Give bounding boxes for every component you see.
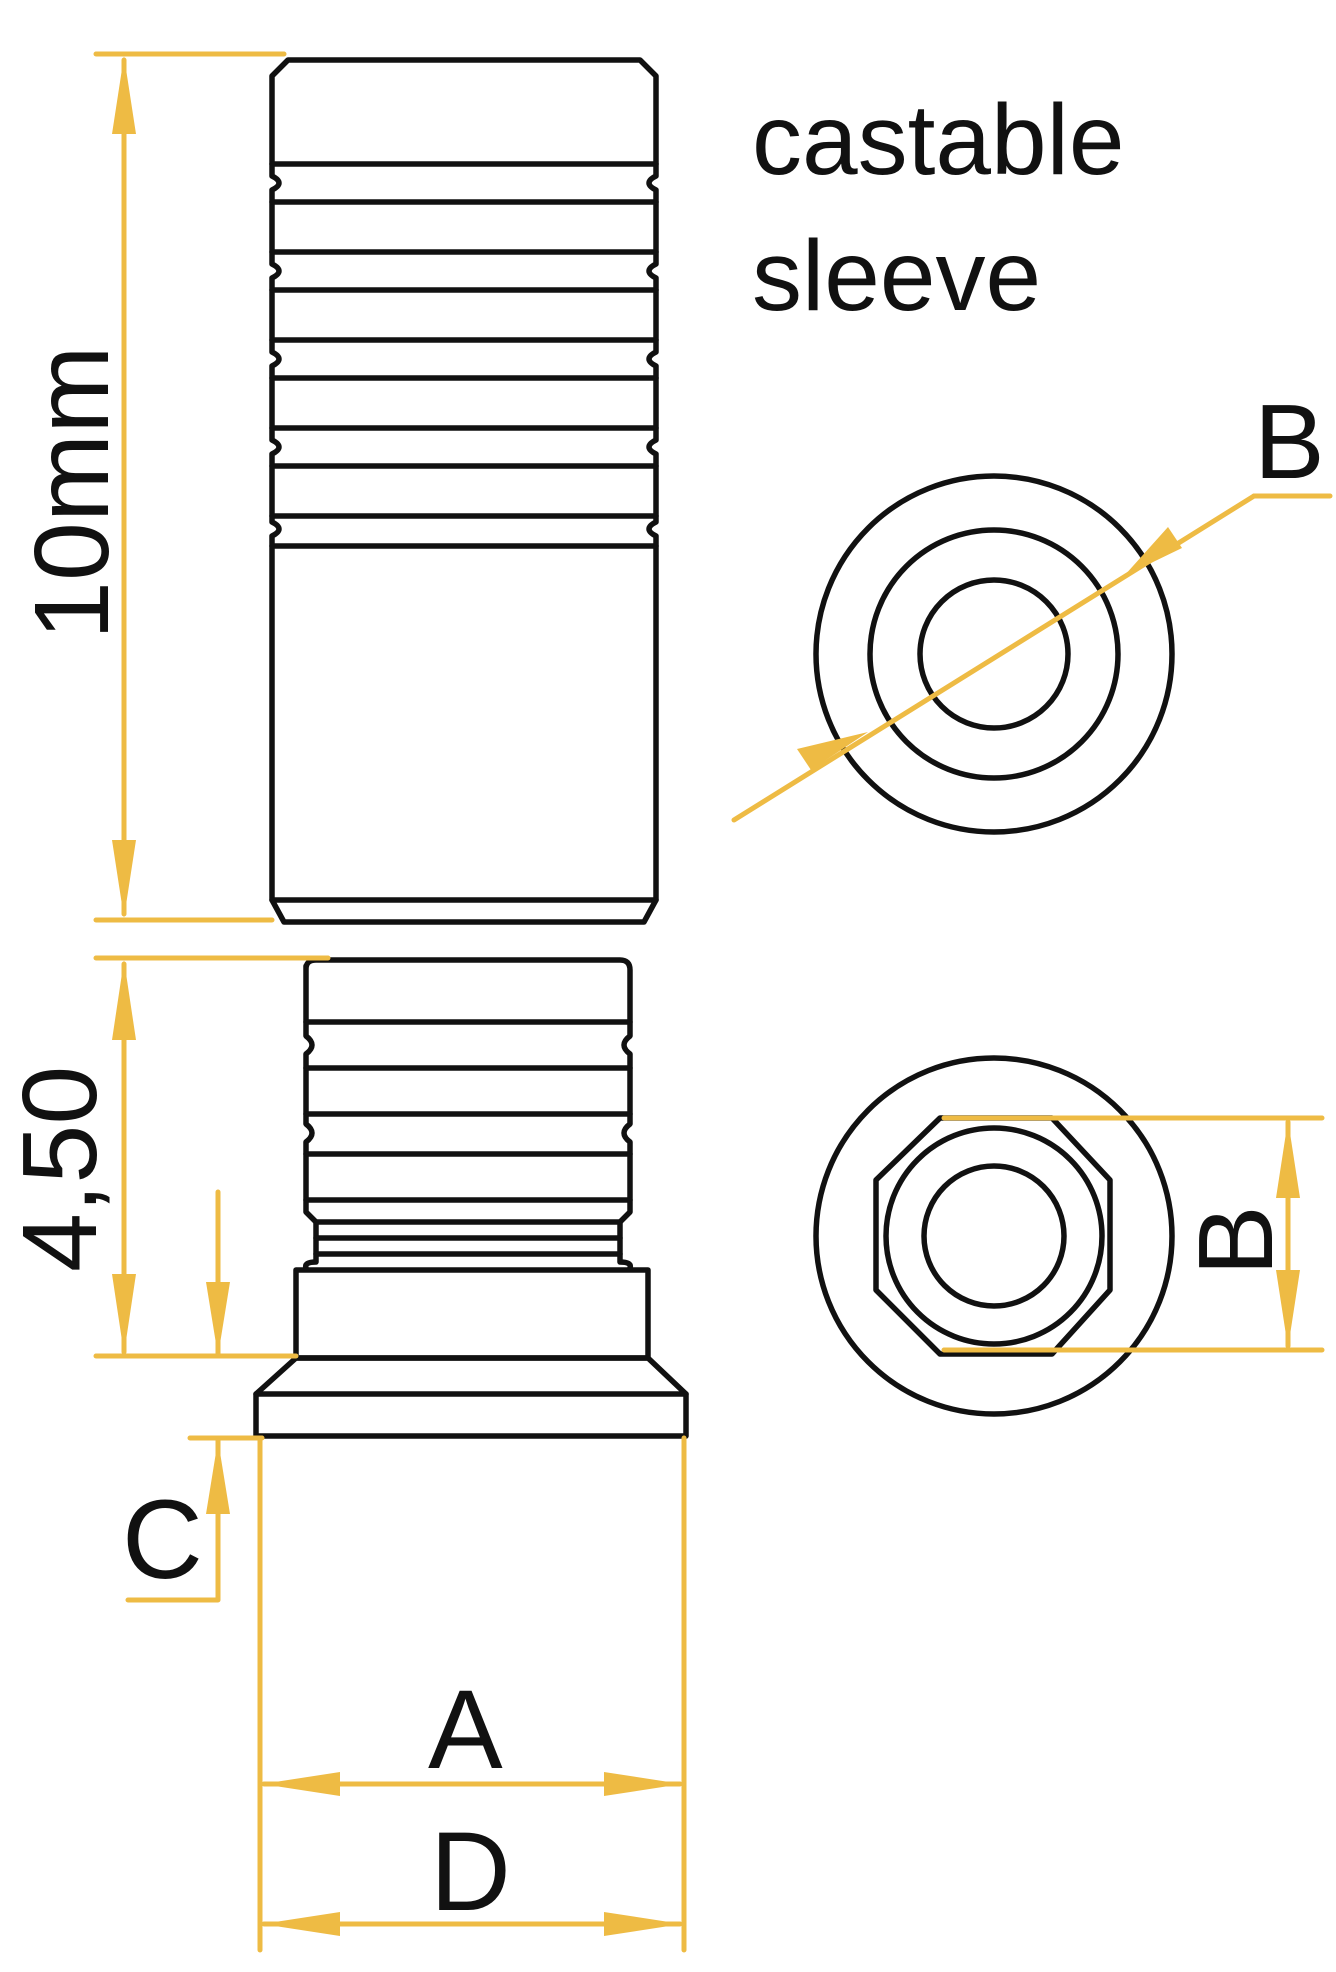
post-rib	[303, 1151, 633, 1203]
sleeve-rib	[269, 375, 659, 431]
arrow-c-down	[206, 1282, 230, 1356]
arrow-b-hex-down	[1276, 1270, 1300, 1348]
arrow-d-left	[262, 1912, 340, 1936]
arrow-up-10mm	[112, 56, 136, 134]
arrow-down-450	[112, 1274, 136, 1354]
outer-circle	[813, 473, 1175, 835]
sleeve-groove-right	[646, 161, 659, 549]
post-flange	[253, 1355, 689, 1439]
post-side-view	[253, 957, 689, 1439]
hex-outer-circle	[813, 1055, 1175, 1417]
arrow-b-round-lower	[797, 732, 868, 770]
sleeve-groove-left	[269, 161, 282, 549]
arrow-b-round-upper	[1124, 527, 1182, 576]
post-groove-left	[302, 1019, 319, 1271]
label-c: C	[122, 1477, 203, 1602]
dimensions	[93, 51, 1333, 1953]
arrow-a-right	[604, 1772, 682, 1796]
label-450: 4,50	[1, 1066, 119, 1272]
sleeve-rib	[269, 287, 659, 343]
arrow-d-right	[604, 1912, 682, 1936]
post-groove-right	[617, 1019, 634, 1271]
arrow-down-10mm	[112, 840, 136, 918]
arrow-a-left	[262, 1772, 340, 1796]
caption-sleeve: sleeve	[752, 220, 1041, 332]
post-rib	[303, 1065, 633, 1117]
label-b-hex: B	[1177, 1205, 1295, 1276]
inner-circle	[917, 577, 1071, 731]
label-10mm: 10mm	[13, 345, 131, 640]
arrow-b-hex-up	[1276, 1120, 1300, 1198]
hex-inner-circle	[921, 1163, 1067, 1309]
arrow-c-up	[206, 1440, 230, 1514]
top-view-hex	[813, 1055, 1175, 1417]
sleeve-rib	[269, 199, 659, 255]
hex-shape	[873, 1115, 1113, 1357]
castable-sleeve-side-view	[269, 57, 659, 925]
top-view-round	[813, 473, 1175, 835]
sleeve-top-chamfer	[269, 57, 659, 167]
post-collar	[293, 1267, 651, 1361]
caption-castable: castable	[752, 84, 1124, 196]
post-top-segment	[303, 957, 633, 1025]
sleeve-rib	[269, 463, 659, 519]
label-d: D	[430, 1809, 511, 1934]
label-b-round: B	[1254, 383, 1325, 501]
arrow-up-450	[112, 960, 136, 1040]
sleeve-body	[269, 543, 659, 925]
hex-middle-circle	[883, 1125, 1105, 1347]
label-a: A	[428, 1667, 503, 1792]
middle-circle	[867, 527, 1121, 781]
